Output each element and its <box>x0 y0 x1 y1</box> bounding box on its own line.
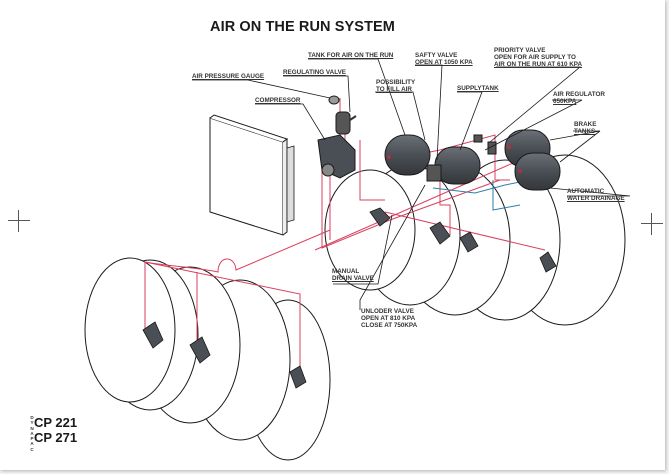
page-title: AIR ON THE RUN SYSTEM <box>210 19 395 35</box>
priority-valve <box>487 141 497 155</box>
regulating-valve <box>335 111 357 135</box>
air-regulator <box>473 134 483 143</box>
tank-air-on-the-run <box>384 134 431 176</box>
label-manual-drain-valve: MANUAL DRAIN VALVE <box>332 268 374 282</box>
label-automatic-water-drainage: AUTOMATIC WATER DRAINAGE <box>567 188 625 202</box>
brake-tank-lower <box>514 152 561 191</box>
model-cp271: CP 271 <box>34 430 78 445</box>
compressor <box>317 134 356 179</box>
brake-chambers <box>142 207 557 389</box>
label-tank-for-air-on-the-run: TANK FOR AIR ON THE RUN <box>308 52 394 59</box>
supply-tank <box>434 146 481 185</box>
front-drum-set <box>84 257 331 461</box>
label-safty-valve: SAFTY VALVE OPEN AT 1050 kPa <box>415 52 473 66</box>
label-possibility-to-fill-air: POSSIBILITY TO FILL AIR <box>376 79 416 93</box>
label-compressor: COMPRESSOR <box>255 97 301 104</box>
registration-mark-right <box>641 213 663 235</box>
label-unloder-valve: UNLODER VALVE OPEN AT 810 kPa CLOSE AT 7… <box>361 308 418 329</box>
label-supplytank: SUPPLYTANK <box>457 85 499 92</box>
leader-lines <box>192 58 631 310</box>
label-priority-valve: PRIORITY VALVE OPEN FOR AIR SUPPLY TO AI… <box>494 47 583 68</box>
brand-name-vertical: D Y N A P A C <box>30 415 34 452</box>
registration-mark-left <box>8 210 30 232</box>
model-cp221: CP 221 <box>34 415 78 430</box>
control-box <box>209 114 295 236</box>
label-brake-tanks: BRAKE TANKS <box>574 121 597 135</box>
label-air-regulator: AIR REGULATOR 650kPa <box>553 91 605 105</box>
label-air-pressure-gauge: AIR PRESSURE GAUGE <box>192 73 265 80</box>
unloader-valve <box>426 164 442 182</box>
air-pressure-gauge <box>328 95 340 105</box>
label-regulating-valve: REGULATING VALVE <box>283 69 346 76</box>
